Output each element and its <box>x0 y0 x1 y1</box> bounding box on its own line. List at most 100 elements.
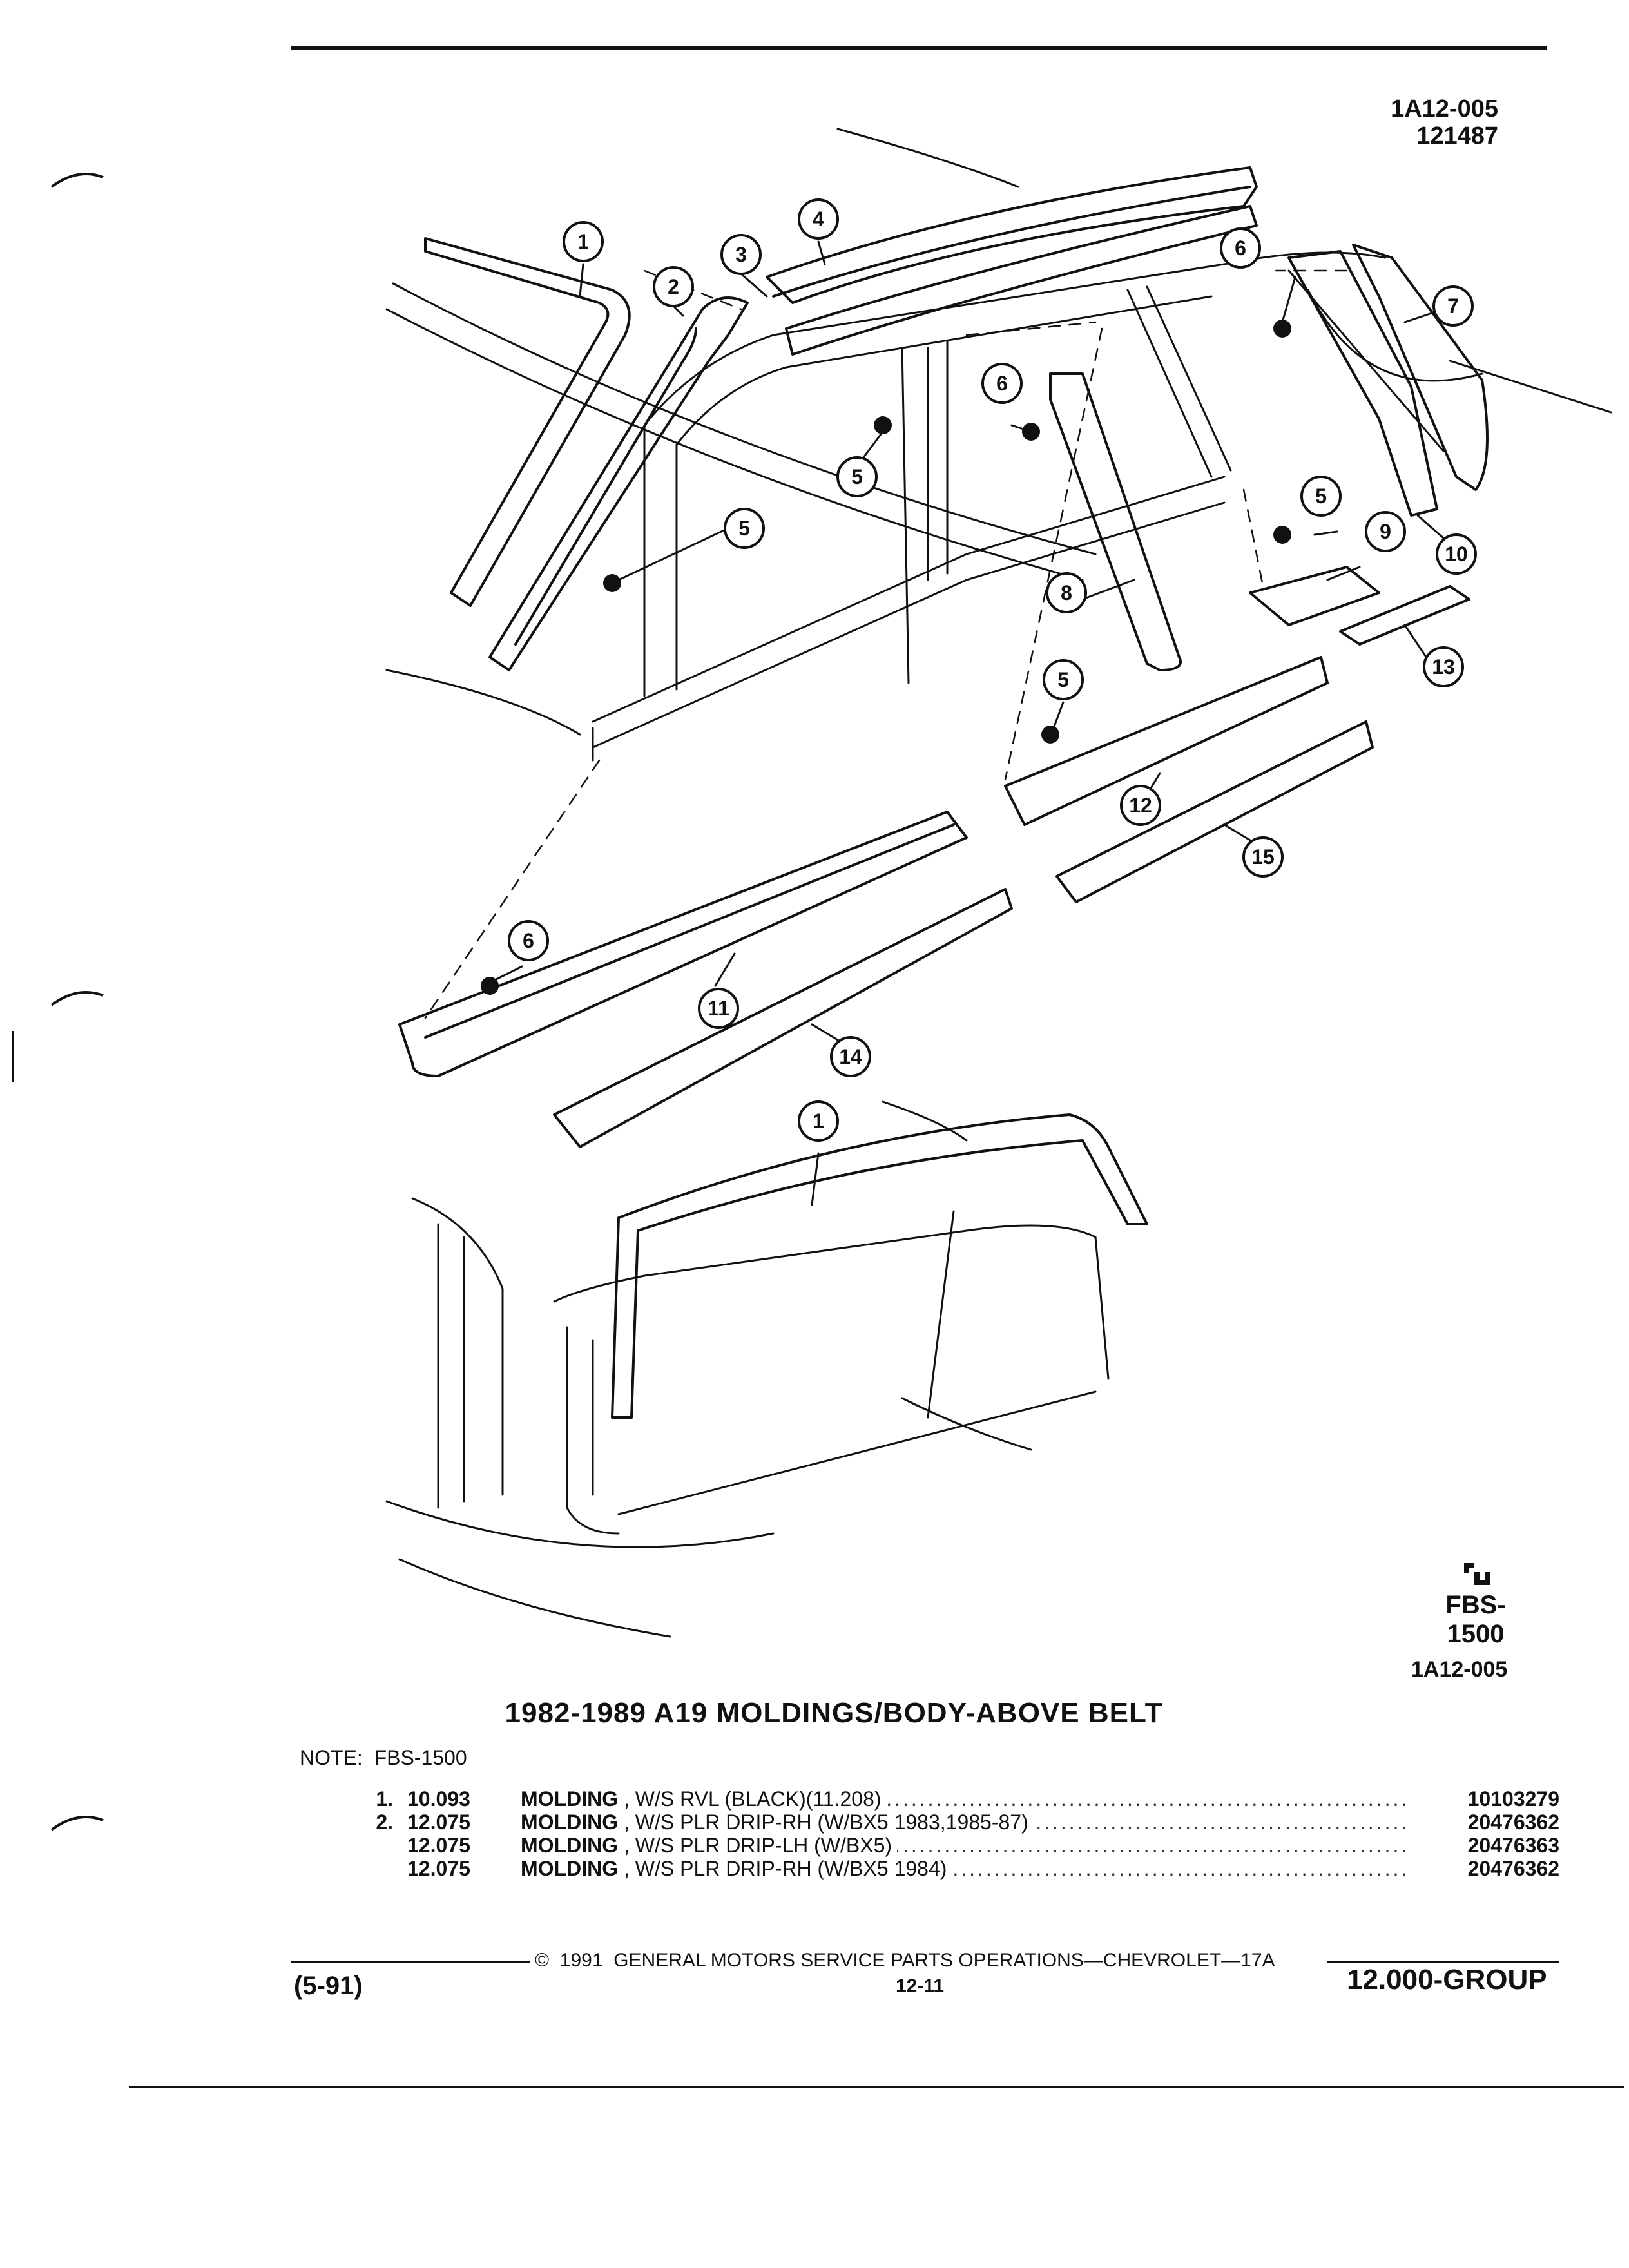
callout-5c <box>1300 476 1342 517</box>
callout-8 <box>1046 572 1087 613</box>
part-name: MOLDING <box>521 1857 619 1880</box>
part-name: MOLDING <box>521 1834 619 1857</box>
fbs-symbol-icon <box>1464 1563 1490 1585</box>
svg-text:13: 13 <box>1432 655 1455 678</box>
svg-text:10: 10 <box>1445 543 1468 566</box>
svg-text:8: 8 <box>1061 581 1072 604</box>
revision-date: (5-91) <box>294 1972 363 2000</box>
callout-3 <box>720 234 762 275</box>
callout-5b <box>724 508 765 549</box>
part-14 <box>553 888 1013 1148</box>
part-4 <box>766 166 1258 304</box>
group-code: 12.075 <box>407 1834 470 1857</box>
top-rule <box>291 46 1547 50</box>
part-11 <box>398 811 968 1077</box>
part-pn: 10103279 <box>1462 1787 1559 1811</box>
callout-12 <box>1120 785 1161 826</box>
fbs-symbol-block: FBS-1500 <box>1418 1559 1534 1649</box>
part-3 <box>785 205 1258 356</box>
callout-10 <box>1436 533 1477 575</box>
svg-text:5: 5 <box>851 465 863 488</box>
leader-lines <box>424 269 1348 1019</box>
figure-reference: 1A12-005 <box>1411 1657 1508 1682</box>
part-detail: , W/S PLR DRIP-RH (W/BX5 1984) <box>618 1857 947 1880</box>
callout-6 <box>1220 227 1261 269</box>
part-1-lower <box>611 1113 1148 1419</box>
exploded-parts-illustration: 1 2 3 4 5 5 5 5 6 6 6 7 8 9 10 11 12 13 … <box>385 128 1612 1638</box>
part-9 <box>1249 566 1380 626</box>
svg-text:3: 3 <box>735 243 747 266</box>
svg-text:5: 5 <box>1057 668 1069 691</box>
parts-row: 12.075 .................................… <box>361 1834 1559 1858</box>
part-detail: , W/S RVL (BLACK)(11.208) <box>618 1787 882 1811</box>
part-1-upper <box>424 237 631 607</box>
callout-7 <box>1432 285 1474 327</box>
svg-text:4: 4 <box>813 207 824 231</box>
group-code: 12.075 <box>407 1811 470 1834</box>
fbs-code: FBS-1500 <box>1445 1591 1506 1648</box>
parts-row: 1. 10.093 ..............................… <box>361 1787 1559 1811</box>
part-detail: , W/S PLR DRIP-LH (W/BX5) <box>618 1834 892 1857</box>
part-12 <box>1004 656 1329 826</box>
fig-code: 1A12-005 <box>1391 95 1498 122</box>
part-2 <box>488 296 749 671</box>
callout-9 <box>1365 511 1406 552</box>
part-description: MOLDING , W/S PLR DRIP-RH (W/BX5 1983,19… <box>521 1811 1034 1834</box>
fig-number: 121487 <box>1416 122 1498 149</box>
part-description: MOLDING , W/S PLR DRIP-RH (W/BX5 1984) <box>521 1857 952 1881</box>
svg-text:5: 5 <box>738 517 750 540</box>
page-number: 12-11 <box>896 1975 945 1997</box>
svg-text:15: 15 <box>1251 845 1275 869</box>
part-15 <box>1055 720 1374 903</box>
svg-text:6: 6 <box>523 929 534 952</box>
svg-text:12: 12 <box>1129 794 1152 817</box>
callout-5d <box>1043 659 1084 700</box>
page-title: 1982-1989 A19 MOLDINGS/BODY-ABOVE BELT <box>505 1697 1163 1729</box>
part-pn: 20476363 <box>1462 1834 1559 1858</box>
group-code: 12.075 <box>407 1857 470 1880</box>
group-label: 12.000-GROUP <box>1347 1964 1547 1995</box>
callout-14 <box>830 1036 871 1077</box>
callout-6b <box>981 363 1023 404</box>
group-code: 10.093 <box>407 1787 470 1811</box>
bottom-rule <box>129 2086 1624 2088</box>
svg-text:5: 5 <box>1315 485 1327 508</box>
callout-1b <box>798 1100 839 1142</box>
callout-6c <box>508 920 549 961</box>
part-description: MOLDING , W/S RVL (BLACK)(11.208) <box>521 1787 887 1811</box>
callout-labels: 1 2 3 4 5 5 5 5 6 6 6 7 8 9 10 11 12 13 … <box>523 207 1468 1133</box>
callout-5 <box>836 456 878 497</box>
footer-rule-left <box>291 1961 530 1963</box>
callout-11 <box>698 988 739 1029</box>
part-8 <box>1049 372 1182 671</box>
fasteners <box>481 320 1291 995</box>
callout-15 <box>1242 836 1284 878</box>
callouts <box>508 198 1477 1142</box>
svg-text:1: 1 <box>813 1110 824 1133</box>
part-pn: 20476362 <box>1462 1857 1559 1881</box>
binder-marks <box>12 173 104 1831</box>
callout-leaders <box>495 240 1445 1206</box>
callout-4 <box>798 198 839 240</box>
part-number: 2. <box>376 1811 393 1834</box>
part-13 <box>1339 585 1470 646</box>
svg-text:2: 2 <box>668 275 679 298</box>
footer-rule-right <box>1327 1961 1559 1963</box>
parts-row: 12.075 .................................… <box>361 1857 1559 1881</box>
part-pn: 20476362 <box>1462 1811 1559 1834</box>
svg-text:11: 11 <box>708 997 729 1020</box>
part-name: MOLDING <box>521 1811 619 1834</box>
svg-text:7: 7 <box>1447 294 1459 318</box>
part-detail: , W/S PLR DRIP-RH (W/BX5 1983,1985-87) <box>618 1811 1028 1834</box>
svg-text:1: 1 <box>577 230 589 253</box>
note-line: NOTE: FBS-1500 <box>300 1746 467 1769</box>
callout-13 <box>1423 646 1464 687</box>
svg-text:6: 6 <box>1235 236 1246 260</box>
callout-2 <box>653 266 694 307</box>
header-block: 1A12-005 121487 <box>1353 95 1498 149</box>
part-number: 1. <box>376 1787 393 1811</box>
svg-text:14: 14 <box>839 1045 862 1068</box>
svg-text:6: 6 <box>996 372 1008 395</box>
part-7 <box>1352 244 1489 491</box>
svg-text:9: 9 <box>1380 520 1391 543</box>
